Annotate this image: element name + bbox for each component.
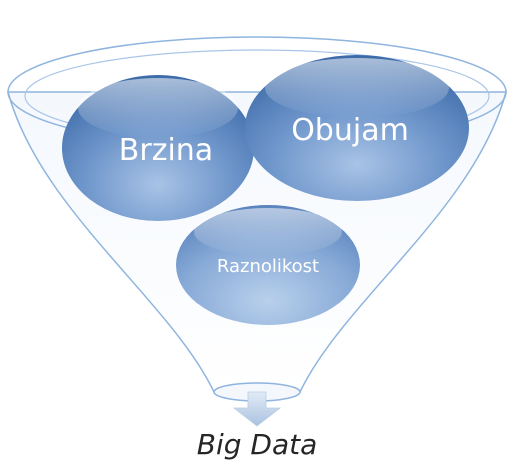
bubble-label-brzina: Brzina [119, 133, 213, 168]
bubble-label-raznolikost: Raznolikost [217, 256, 319, 277]
output-label: Big Data [197, 428, 318, 461]
bubble-obujam: Obujam [245, 55, 469, 201]
bubble-label-obujam: Obujam [291, 113, 409, 148]
bubble-brzina: Brzina [62, 75, 254, 221]
down-arrow-icon [232, 391, 282, 427]
bubble-raznolikost: Raznolikost [176, 205, 360, 325]
